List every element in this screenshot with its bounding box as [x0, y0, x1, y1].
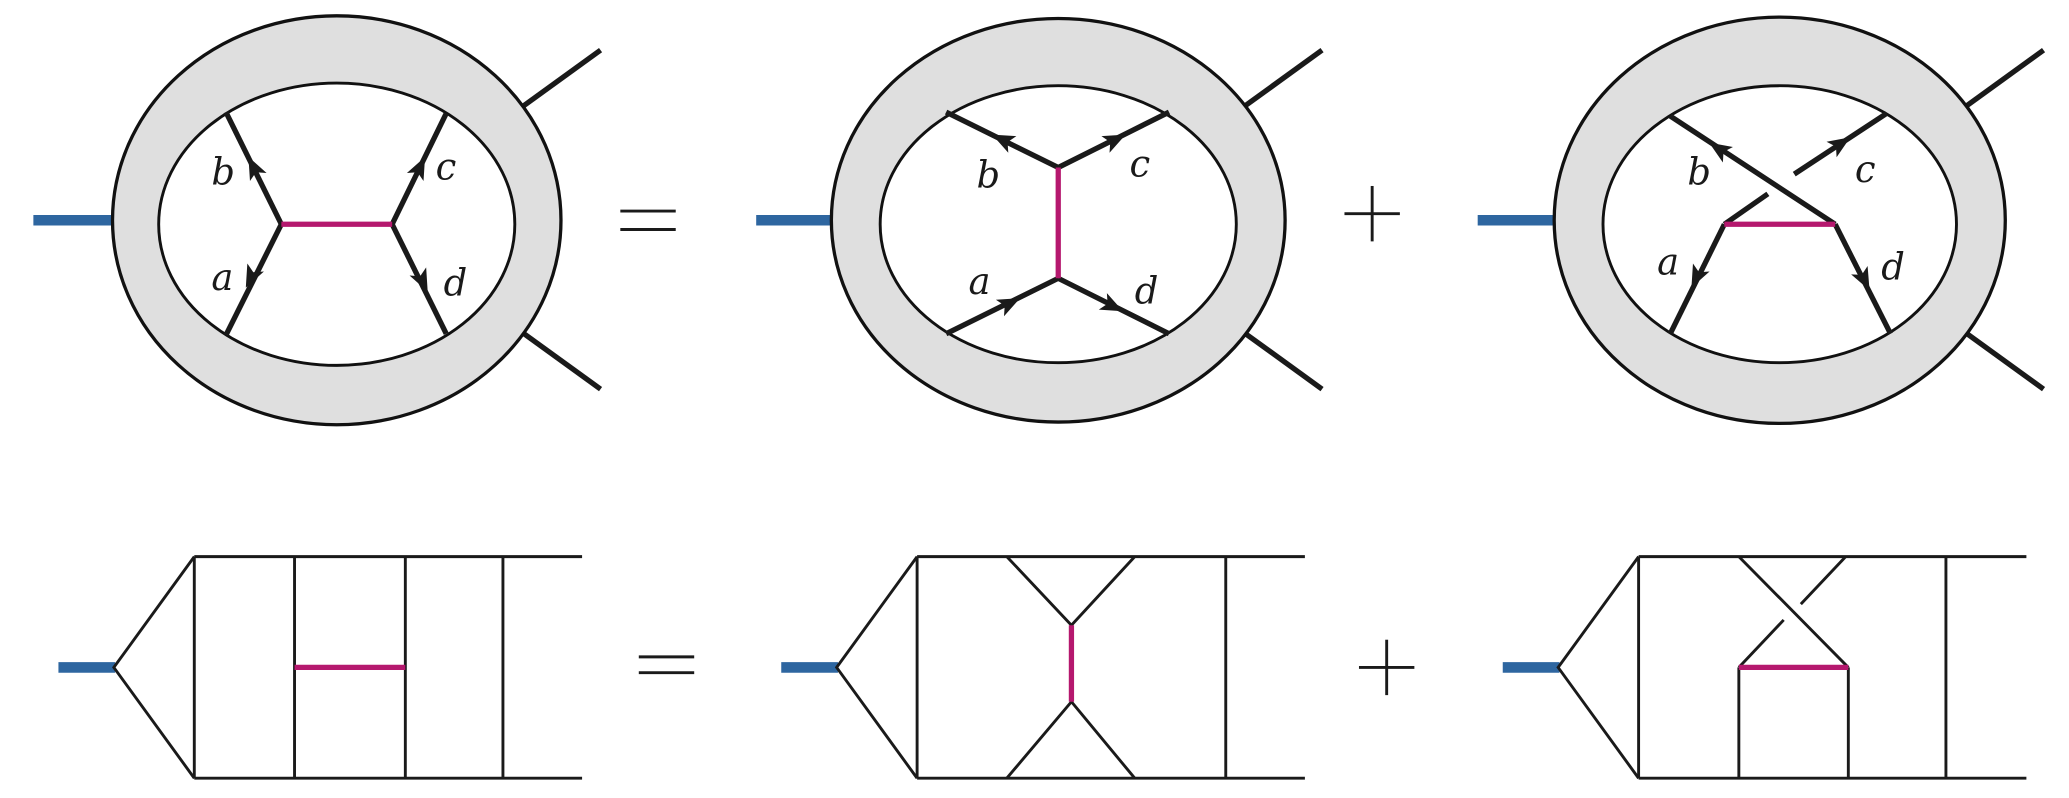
label-c: c	[1129, 143, 1150, 186]
arrow-icon	[1098, 293, 1123, 312]
propagator-a	[944, 275, 1060, 337]
label-b: b	[1687, 151, 1711, 194]
arrow-icon	[992, 134, 1017, 153]
arrow-icon	[1101, 134, 1126, 153]
label-c: c	[1855, 148, 1876, 191]
top-term2-diagram: b c a d	[1477, 15, 2046, 426]
vertex-triangle	[112, 555, 196, 780]
arrow-icon	[995, 298, 1021, 317]
bottom-term1-diagram	[781, 555, 1305, 780]
label-d: d	[1135, 269, 1159, 312]
propagator-crossed-stub	[1722, 191, 1770, 227]
vertex-triangle	[1556, 555, 1640, 780]
plus-sign: +	[1344, 185, 1400, 242]
label-a: a	[211, 256, 233, 299]
label-d: d	[444, 261, 468, 304]
equals-sign: =	[620, 209, 676, 231]
external-leg	[1965, 47, 2046, 108]
label-a: a	[969, 260, 991, 303]
label-b: b	[211, 151, 235, 194]
arrow-icon	[409, 267, 428, 292]
external-leg	[1243, 331, 1324, 392]
plus-sign: +	[1358, 639, 1415, 696]
arrow-icon	[1691, 263, 1710, 288]
label-c: c	[436, 145, 457, 188]
arrow-icon	[1851, 266, 1870, 291]
label-a: a	[1657, 240, 1679, 283]
bottom-term2-diagram	[1502, 555, 2027, 780]
external-leg	[1243, 47, 1324, 108]
label-d: d	[1881, 246, 1905, 289]
propagator-b	[1668, 113, 1837, 227]
arrow-icon	[406, 156, 426, 182]
top-term1-diagram: b c a d	[756, 16, 1324, 424]
equals-sign: =	[638, 655, 695, 675]
label-b: b	[976, 153, 1000, 196]
bottom-lhs-diagram	[58, 555, 583, 780]
arrow-icon	[245, 263, 264, 288]
vertex-triangle	[834, 555, 919, 780]
top-lhs-diagram: b c a d	[33, 14, 603, 427]
external-leg	[1965, 331, 2046, 392]
arrow-icon	[1709, 142, 1733, 163]
external-leg	[522, 47, 603, 108]
arrow-icon	[1826, 137, 1851, 158]
arrow-icon	[248, 156, 267, 182]
external-leg	[522, 331, 603, 392]
